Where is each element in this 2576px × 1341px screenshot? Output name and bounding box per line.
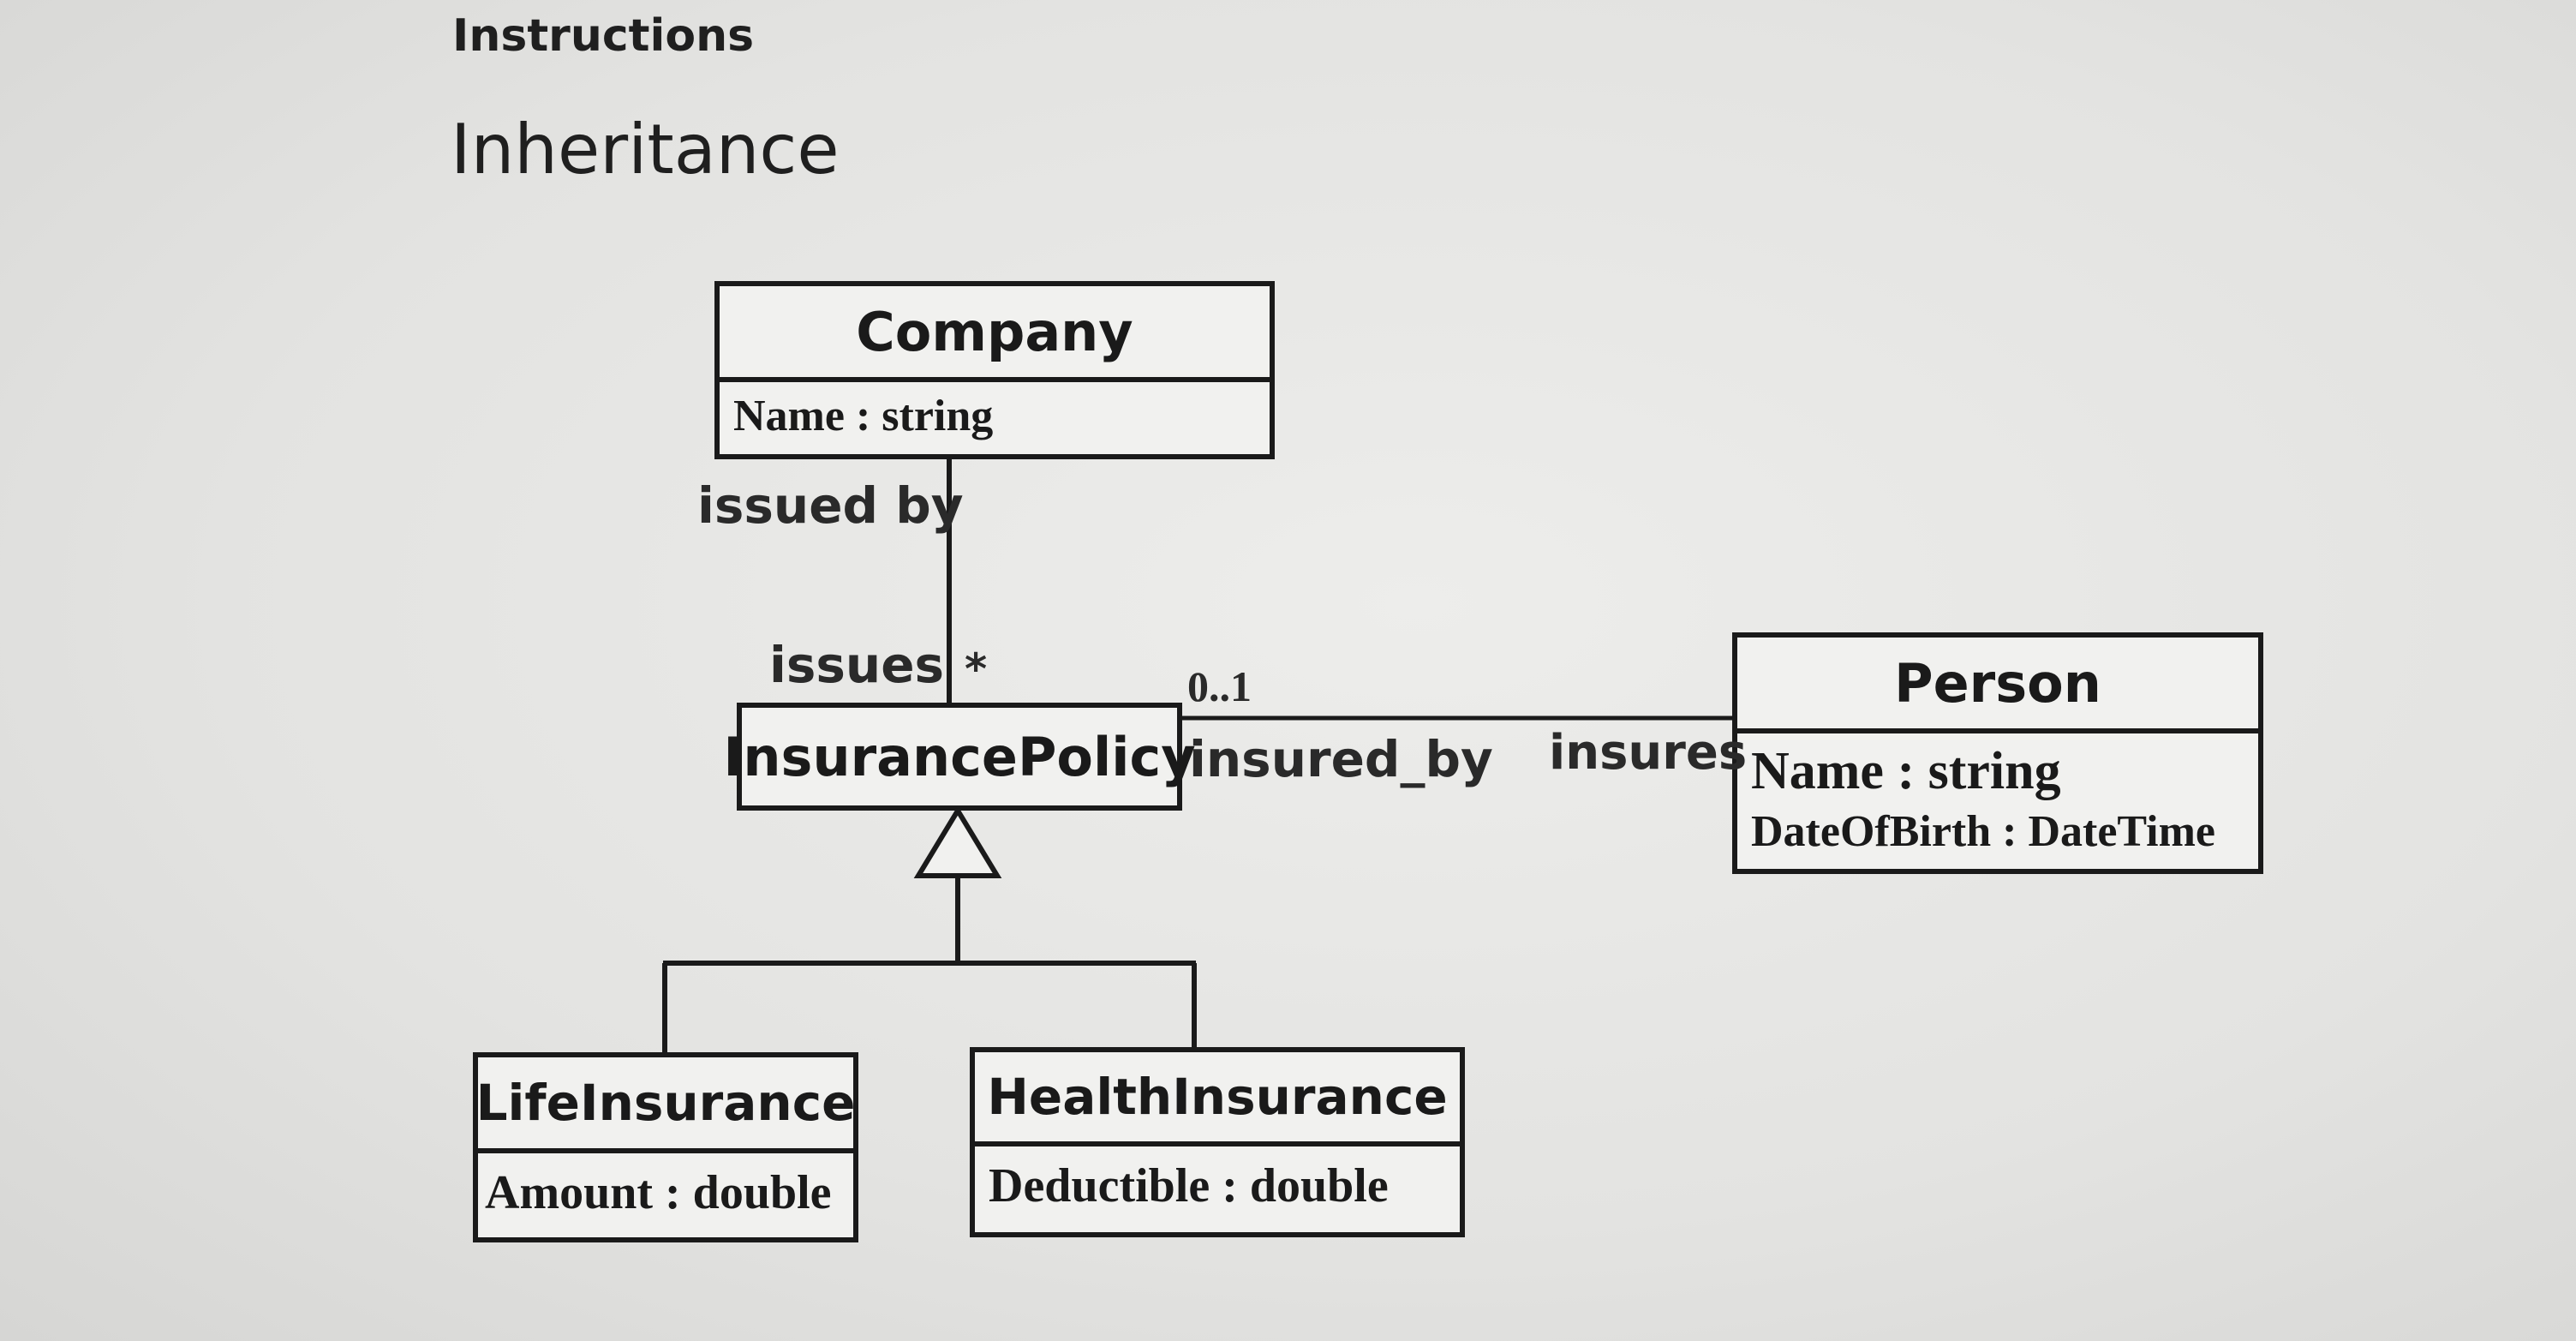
class-company: Company Name : string — [714, 281, 1275, 459]
class-health-insurance: HealthInsurance Deductible : double — [970, 1047, 1465, 1237]
class-health-insurance-attr-deductible: Deductible : double — [989, 1159, 1389, 1212]
role-label-issues: issues — [769, 636, 945, 694]
class-health-insurance-name: HealthInsurance — [975, 1052, 1460, 1146]
role-label-insured-by: insured_by — [1189, 730, 1493, 788]
multiplicity-label-many: * — [965, 644, 988, 694]
page-title: Inheritance — [451, 110, 840, 189]
class-person-attr-name: Name : string — [1751, 742, 2061, 800]
class-insurance-policy-name: InsurancePolicy — [723, 725, 1196, 788]
class-life-insurance-attr-amount: Amount : double — [485, 1166, 832, 1219]
class-company-attr-name: Name : string — [733, 392, 994, 440]
class-life-insurance: LifeInsurance Amount : double — [473, 1052, 858, 1242]
multiplicity-label-zero-to-one: 0..1 — [1187, 662, 1252, 710]
class-person-name: Person — [1737, 638, 2258, 733]
class-insurance-policy: InsurancePolicy — [723, 703, 1196, 811]
class-person: Person Name : string DateOfBirth : DateT… — [1732, 632, 2263, 874]
class-company-name: Company — [720, 286, 1270, 382]
instructions-label: Instructions — [452, 10, 755, 62]
role-label-issued-by: issued by — [697, 476, 964, 535]
class-person-attr-date-of-birth: DateOfBirth : DateTime — [1751, 807, 2216, 856]
generalization-arrowhead — [913, 805, 1002, 878]
class-life-insurance-name: LifeInsurance — [476, 1057, 855, 1153]
role-label-insures: insures — [1549, 725, 1748, 781]
